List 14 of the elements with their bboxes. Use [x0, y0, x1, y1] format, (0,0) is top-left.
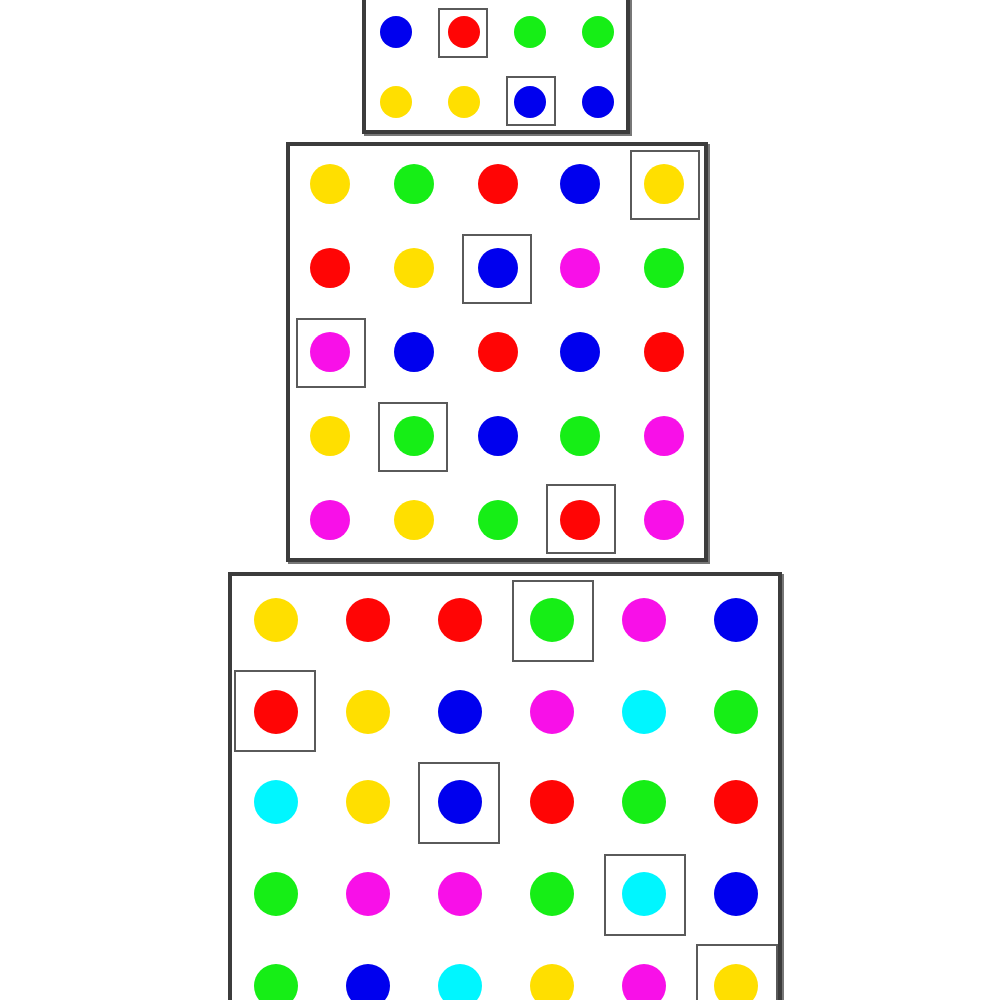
highlight-frame	[295, 317, 365, 388]
grid-panel	[228, 572, 782, 1000]
highlight-frame	[629, 149, 700, 220]
highlight-frame	[418, 761, 501, 844]
highlight-frame	[438, 7, 489, 57]
highlight-frame	[511, 579, 593, 661]
highlight-frame	[462, 233, 533, 304]
grid-panel	[286, 142, 708, 562]
highlight-frame	[234, 670, 317, 753]
highlight-frame	[378, 401, 449, 471]
highlight-frame	[505, 76, 556, 127]
highlight-frame	[603, 853, 686, 936]
grid-panel	[362, 0, 630, 134]
highlight-frame	[545, 484, 616, 555]
